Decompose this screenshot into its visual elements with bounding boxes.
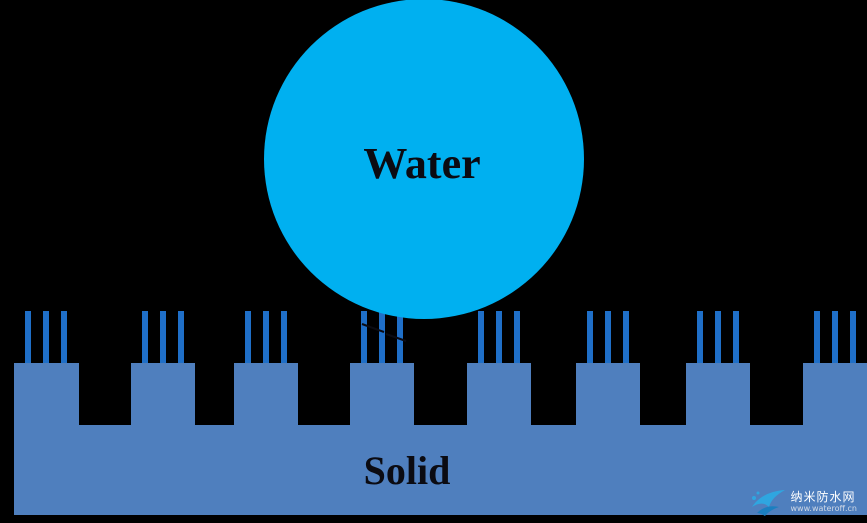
- nanowire: [496, 311, 502, 363]
- nanowire: [814, 311, 820, 363]
- water-droplet: [264, 0, 584, 319]
- nanowire: [379, 311, 385, 363]
- nanowire: [281, 311, 287, 363]
- nanowire: [478, 311, 484, 363]
- water-splash-logo-icon: [751, 490, 785, 516]
- nanowire: [263, 311, 269, 363]
- nanowire: [178, 311, 184, 363]
- solid-substrate: [14, 363, 867, 515]
- watermark: 纳米防水网 www.wateroff.cn: [749, 487, 857, 517]
- nanowire: [832, 311, 838, 363]
- nanowire: [697, 311, 703, 363]
- water-label: Water: [363, 139, 480, 188]
- nanowire: [397, 311, 403, 363]
- nanowire: [733, 311, 739, 363]
- contact-line-mark: [385, 333, 407, 342]
- nanowire: [623, 311, 629, 363]
- nanowire: [61, 311, 67, 363]
- watermark-name: 纳米防水网: [790, 490, 856, 504]
- solid-label: Solid: [364, 448, 451, 493]
- nanowire: [715, 311, 721, 363]
- nanowire-array: [25, 311, 856, 363]
- nanowire: [25, 311, 31, 363]
- nanowire: [43, 311, 49, 363]
- watermark-url: www.wateroff.cn: [790, 504, 857, 513]
- nanowire: [605, 311, 611, 363]
- nanowire: [245, 311, 251, 363]
- contact-line-mark: [361, 323, 385, 333]
- nanowire: [142, 311, 148, 363]
- nanowire: [160, 311, 166, 363]
- nanowire: [850, 311, 856, 363]
- nanowire: [514, 311, 520, 363]
- nanowire: [361, 311, 367, 363]
- nanowire: [587, 311, 593, 363]
